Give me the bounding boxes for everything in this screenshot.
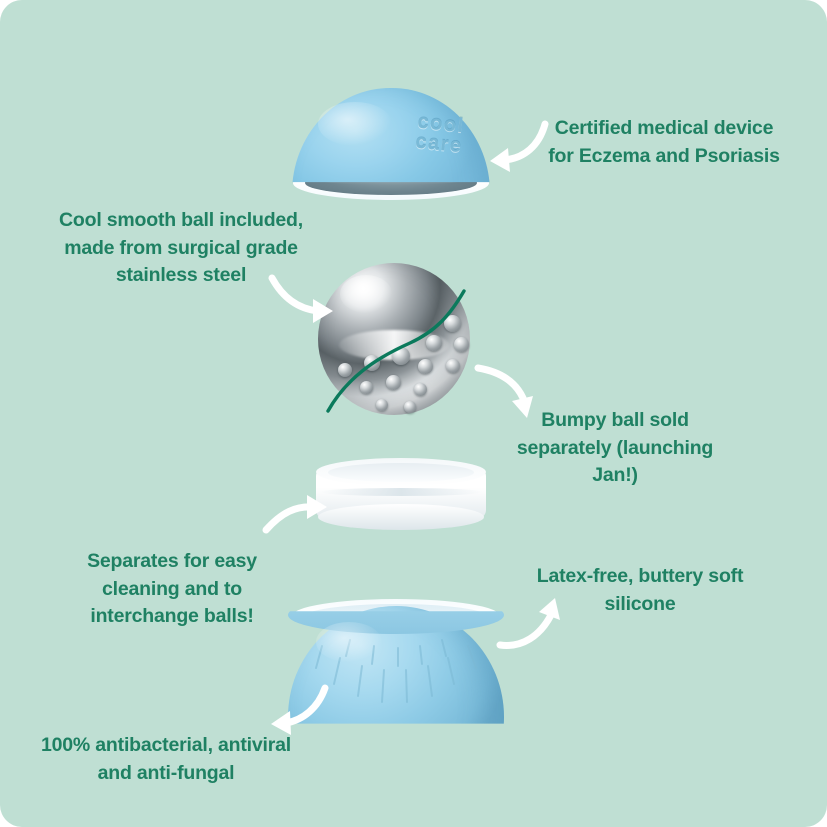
label-latex-free-silicone: Latex-free, buttery soft silicone (536, 565, 744, 615)
label-separates-for-cleaning: Separates for easy cleaning and to inter… (87, 550, 257, 628)
arrow-to-dome-icon (490, 120, 549, 172)
label-antibacterial: 100% antibacterial, antiviral and anti-f… (41, 734, 291, 784)
arrow-to-ring-icon (262, 495, 327, 534)
arrow-to-bowl-bottom-icon (271, 684, 329, 735)
arrow-to-bumpy-ball-icon (474, 364, 533, 418)
label-certified-medical-device: Certified medical device for Eczema and … (548, 117, 780, 167)
arrow-to-smooth-ball-icon (268, 274, 333, 323)
arrow-to-bowl-right-icon (496, 598, 560, 649)
label-bumpy-ball: Bumpy ball sold separately (launching Ja… (516, 409, 714, 487)
label-cool-smooth-ball: Cool smooth ball included, made from sur… (59, 209, 303, 287)
